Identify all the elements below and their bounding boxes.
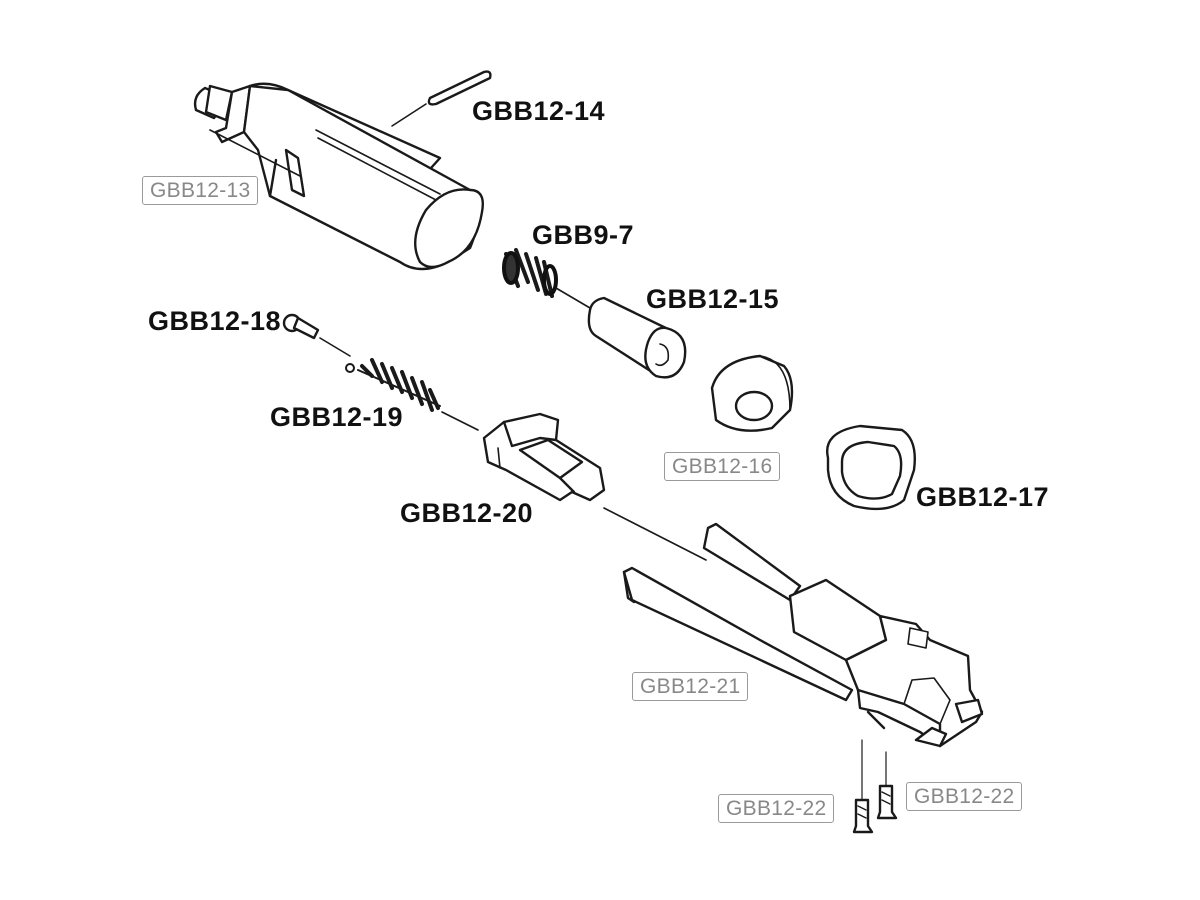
label-gbb12-16: GBB12-16	[664, 452, 781, 481]
label-gbb9-7: GBB9-7	[532, 220, 635, 250]
part-gbb12-16-seal	[710, 354, 794, 432]
label-gbb12-22-left: GBB12-22	[718, 794, 835, 823]
label-gbb12-22-right: GBB12-22	[906, 782, 1023, 811]
part-gbb12-13-nozzle-housing	[193, 82, 484, 271]
part-gbb9-7-spring	[502, 248, 591, 309]
part-gbb12-21-frame	[622, 522, 984, 748]
label-gbb12-18: GBB12-18	[148, 306, 282, 336]
label-gbb12-13: GBB12-13	[142, 176, 259, 205]
part-gbb12-15-valve	[587, 296, 687, 379]
label-gbb12-19: GBB12-19	[270, 402, 404, 432]
label-gbb12-20: GBB12-20	[400, 498, 534, 528]
label-gbb12-17: GBB12-17	[916, 482, 1050, 512]
part-gbb12-22-screws	[852, 739, 898, 834]
part-gbb12-14-pin	[391, 70, 492, 127]
label-gbb12-21: GBB12-21	[632, 672, 749, 701]
label-gbb12-15: GBB12-15	[646, 284, 780, 314]
label-gbb12-14: GBB12-14	[472, 96, 606, 126]
part-gbb12-18-screw	[282, 313, 351, 357]
part-gbb12-19-spring	[345, 358, 479, 431]
part-gbb12-17-ring	[825, 424, 916, 511]
part-gbb12-20-housing	[482, 412, 707, 561]
